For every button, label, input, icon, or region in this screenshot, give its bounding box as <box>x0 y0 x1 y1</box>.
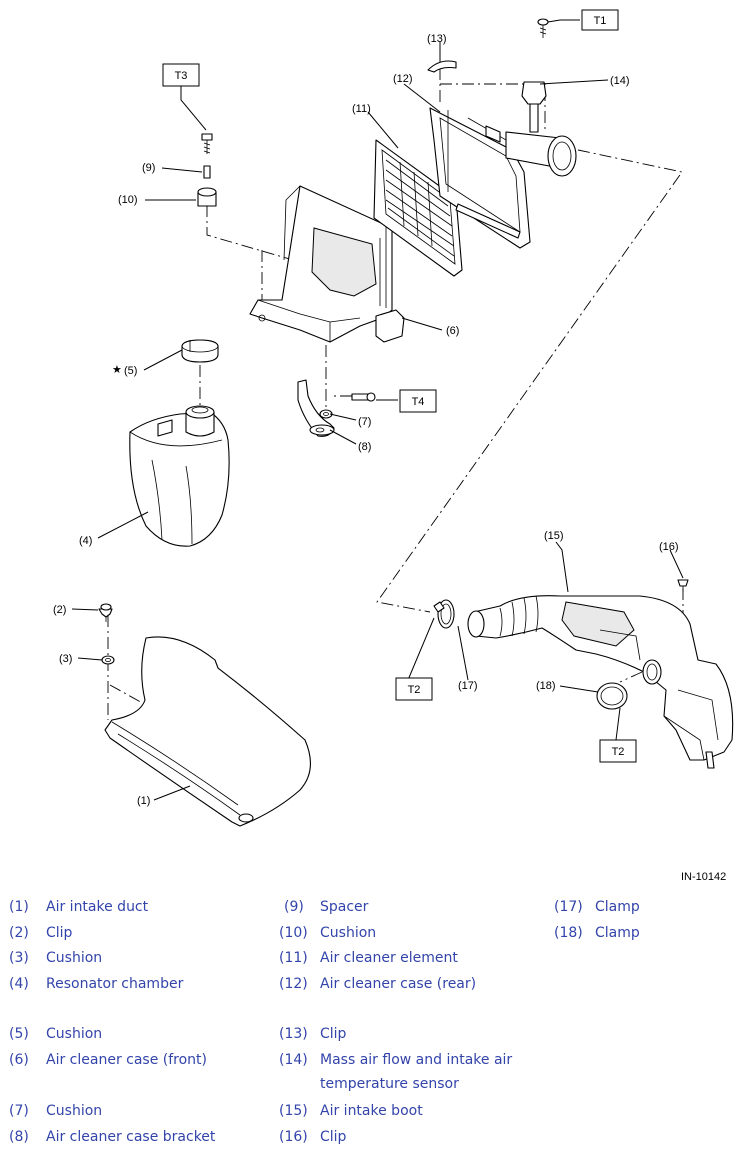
legend-label: Mass air flow and intake air <box>320 1052 513 1068</box>
torque-box-t3: T3 <box>162 63 200 87</box>
bolt-t1-drawing <box>537 18 549 38</box>
star-mark: ★ <box>112 364 122 376</box>
legend-number: (18) <box>554 925 583 941</box>
legend-label: Clip <box>320 1129 347 1145</box>
air-intake-boot-drawing <box>467 595 734 769</box>
callout-1: (1) <box>137 795 150 807</box>
legend-label: Clip <box>46 925 73 941</box>
torque-label-t4: T4 <box>412 396 425 408</box>
legend-label: Air cleaner case bracket <box>46 1129 216 1145</box>
spacer-9-drawing <box>203 165 211 179</box>
legend-number: (9) <box>284 899 304 915</box>
legend-label: Clamp <box>595 899 640 915</box>
torque-box-t1: T1 <box>581 9 619 31</box>
torque-box-t2-left: T2 <box>395 677 433 701</box>
mass-air-flow-sensor-drawing <box>505 81 577 177</box>
callout-12: (12) <box>393 73 413 85</box>
callout-8: (8) <box>358 441 371 453</box>
exploded-parts-diagram: T1 T3 T4 T2 T2 (1) (2) (3) (4) ★ (5) (6)… <box>53 9 734 827</box>
legend-number: (15) <box>279 1103 308 1119</box>
callout-13: (13) <box>427 33 447 45</box>
legend-number: (12) <box>279 976 308 992</box>
air-cleaner-case-front-drawing <box>249 185 405 343</box>
callout-10: (10) <box>118 194 138 206</box>
legend-number: (5) <box>9 1026 29 1042</box>
callout-5: (5) <box>124 365 137 377</box>
clamp-18-drawing <box>596 659 662 710</box>
callout-16: (16) <box>659 541 679 553</box>
callout-6: (6) <box>446 325 459 337</box>
callout-15: (15) <box>544 530 564 542</box>
callout-17: (17) <box>458 680 478 692</box>
cushion-10-drawing <box>197 187 217 207</box>
legend-number: (6) <box>9 1052 29 1068</box>
figure-id: IN-10142 <box>681 871 727 883</box>
callout-4: (4) <box>79 535 92 547</box>
legend-label: Air cleaner case (front) <box>46 1052 208 1068</box>
legend-label: Resonator chamber <box>46 976 184 992</box>
legend-label: Cushion <box>46 950 103 966</box>
cushion-5-drawing <box>181 339 219 363</box>
callout-18: (18) <box>536 680 556 692</box>
legend-label: Air intake duct <box>46 899 149 915</box>
legend-label: Air intake boot <box>320 1103 423 1119</box>
clip-13-drawing <box>427 60 457 73</box>
legend-number: (10) <box>279 925 308 941</box>
legend-number: (1) <box>9 899 29 915</box>
legend-label: temperature sensor <box>320 1076 459 1092</box>
legend-number: (8) <box>9 1129 29 1145</box>
callout-3: (3) <box>59 653 72 665</box>
clamp-17-drawing <box>433 599 455 629</box>
air-cleaner-case-rear-drawing <box>429 107 531 249</box>
resonator-chamber-drawing <box>129 405 230 547</box>
bolt-t4-drawing <box>351 392 376 402</box>
legend-label: Air cleaner element <box>320 950 458 966</box>
legend-label: Cushion <box>320 925 377 941</box>
clip-2-drawing <box>98 603 113 622</box>
legend-number: (4) <box>9 976 29 992</box>
clip-16-drawing <box>677 579 689 592</box>
legend-number: (13) <box>279 1026 308 1042</box>
legend-number: (14) <box>279 1052 308 1068</box>
cushion-3-drawing <box>101 655 115 665</box>
callout-labels: (1) (2) (3) (4) ★ (5) (6) (7) (8) (9) (1… <box>53 33 679 807</box>
legend-number: (11) <box>279 950 308 966</box>
torque-label-t2: T2 <box>408 684 421 696</box>
legend-label: Clip <box>320 1026 347 1042</box>
legend-number: (3) <box>9 950 29 966</box>
torque-box-t4: T4 <box>399 389 437 413</box>
callout-7: (7) <box>358 416 371 428</box>
callout-14: (14) <box>610 75 630 87</box>
legend-number: (7) <box>9 1103 29 1119</box>
legend-number: (2) <box>9 925 29 941</box>
legend-label: Cushion <box>46 1026 103 1042</box>
callout-2: (2) <box>53 604 66 616</box>
torque-label-t1: T1 <box>594 15 607 27</box>
callout-9: (9) <box>142 162 155 174</box>
legend-label: Cushion <box>46 1103 103 1119</box>
leader-lines <box>71 19 684 801</box>
legend-label: Spacer <box>320 899 369 915</box>
legend-label: Clamp <box>595 925 640 941</box>
air-cleaner-case-bracket-drawing <box>297 379 335 437</box>
legend-label: Air cleaner case (rear) <box>320 976 477 992</box>
torque-box-t2-right: T2 <box>599 739 637 763</box>
legend-number: (16) <box>279 1129 308 1145</box>
torque-label-t3: T3 <box>175 70 188 82</box>
callout-11: (11) <box>352 103 371 115</box>
bolt-t3-drawing <box>201 133 213 154</box>
air-intake-duct-drawing <box>104 636 311 827</box>
torque-label-t2: T2 <box>612 746 625 758</box>
legend-number: (17) <box>554 899 583 915</box>
